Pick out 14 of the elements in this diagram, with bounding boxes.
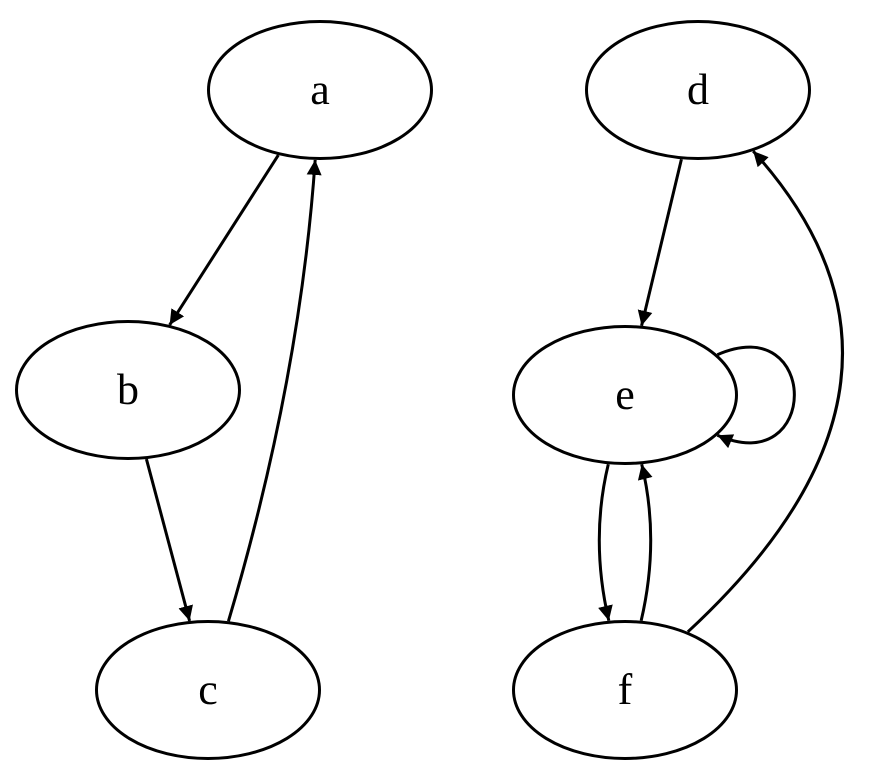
arrow: [226, 160, 322, 622]
arrow: [717, 346, 796, 447]
node-label: d: [687, 68, 709, 112]
arrow: [686, 150, 844, 633]
node-label: f: [618, 668, 632, 712]
arrow: [638, 464, 652, 622]
node-label: b: [117, 368, 139, 412]
arrow: [598, 464, 614, 622]
arrow: [168, 154, 280, 326]
node-label: e: [615, 373, 635, 417]
arrow: [638, 158, 683, 326]
arrow: [144, 458, 193, 622]
node-label: a: [310, 68, 330, 112]
node-label: c: [198, 668, 218, 712]
